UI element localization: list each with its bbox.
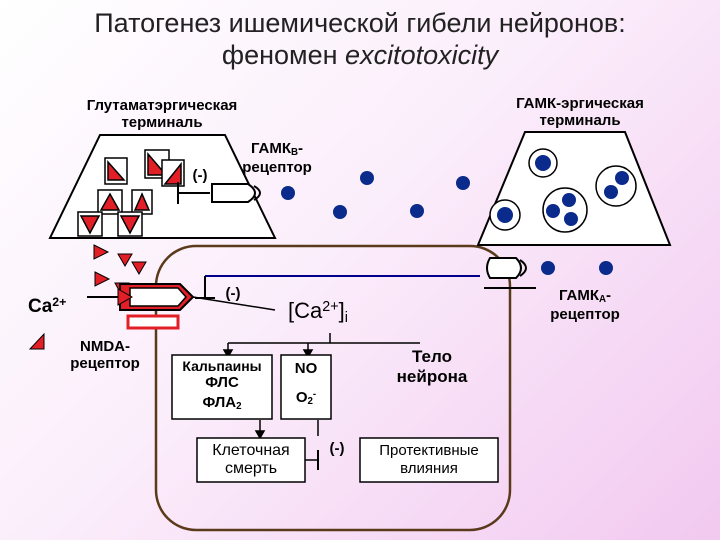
- gabab-receptor-label-line1: ГАМКB-: [222, 140, 332, 159]
- protective-label-line2: влияния: [400, 460, 458, 477]
- glutamate-terminal-label-line1: Глутаматэргическая: [86, 97, 238, 114]
- gabab-receptor-label: ГАМКB- рецептор: [222, 140, 332, 176]
- title-line-2: феномен excitotoxicity: [0, 40, 720, 71]
- inhibit-label-gabaa: (-): [225, 285, 241, 302]
- fla-label: ФЛА2: [172, 394, 272, 414]
- neuron-body-label-line1: Тело: [412, 347, 452, 366]
- cell-death-label-line1: Клеточная: [212, 442, 290, 459]
- gabaa-sub: A: [599, 294, 607, 306]
- protective-label: Протективные влияния: [360, 442, 498, 478]
- gabaa-receptor-shape: [195, 257, 536, 299]
- nmda-receptor-label: NMDA- рецептор: [45, 338, 165, 372]
- fla-base: ФЛА: [202, 394, 237, 411]
- cell-death-label: Клеточная смерть: [197, 442, 305, 478]
- gaba-molecules: [281, 171, 613, 275]
- calpains-box: [171, 354, 273, 420]
- ca-int-open: [Ca: [288, 298, 323, 323]
- ca-int-sub: i: [344, 309, 348, 326]
- gabab-suffix: -: [298, 140, 304, 157]
- ca-int-sup: 2+: [322, 298, 339, 315]
- glutamate-vesicles: [77, 149, 185, 237]
- gabab-base: ГАМК: [250, 140, 291, 157]
- ca-intracellular: [Ca2+]i: [288, 298, 348, 326]
- cell-death-label-line2: смерть: [224, 460, 278, 477]
- protective-box: [359, 437, 499, 483]
- o2-base: O: [295, 389, 308, 406]
- gabaa-receptor-label: ГАМКA- рецептор: [530, 287, 640, 323]
- ca-int-close: ]: [338, 298, 345, 323]
- neuron-body-outline: [154, 244, 512, 532]
- gaba-terminal-label-line2: терминаль: [539, 112, 621, 129]
- o2-label: O2-: [281, 389, 331, 409]
- protective-label-line1: Протективные: [379, 442, 479, 459]
- nmda-receptor-label-line2: рецептор: [70, 355, 140, 372]
- title-italic: excitotoxicity: [345, 40, 499, 70]
- gaba-terminal-label: ГАМК-эргическая терминаль: [480, 95, 680, 129]
- title-line-1: Патогенез ишемической гибели нейронов:: [94, 8, 626, 38]
- fls-label: ФЛС: [205, 374, 239, 391]
- nmda-receptor-shape: [87, 283, 276, 330]
- ca-ext-base: Ca: [28, 296, 53, 317]
- gabaa-receptor-label-line1: ГАМКA-: [530, 287, 640, 306]
- inhibit-label-protective: (-): [329, 440, 345, 457]
- nmda-receptor-label-line1: NMDA-: [80, 338, 130, 355]
- gabaa-suffix: -: [606, 287, 612, 304]
- ca-extracellular: Ca2+: [28, 294, 67, 318]
- no-box: [280, 354, 332, 420]
- neuron-body-label: Тело нейрона: [382, 347, 482, 387]
- gaba-vesicles: [489, 148, 637, 233]
- inhibit-label-gabab: (-): [192, 167, 208, 184]
- flow-lines: [222, 333, 420, 440]
- title-prefix: феномен: [221, 40, 346, 70]
- gabab-receptor-shape: [177, 182, 261, 204]
- o2-sup: -: [312, 389, 317, 401]
- ca-ext-sup: 2+: [52, 294, 67, 309]
- glutamate-terminal-label: Глутаматэргическая терминаль: [62, 97, 262, 131]
- gabab-sub: B: [291, 147, 299, 159]
- gabab-receptor-label-line2: рецептор: [242, 159, 312, 176]
- neuron-body-label-line2: нейрона: [396, 367, 468, 386]
- gaba-terminal-label-line1: ГАМК-эргическая: [516, 95, 644, 112]
- fla-sub: 2: [236, 401, 242, 413]
- gabaa-base: ГАМК: [558, 287, 599, 304]
- o2-sub: 2: [307, 396, 313, 408]
- no-label: NO: [294, 360, 318, 377]
- gabaa-receptor-label-line2: рецептор: [550, 306, 620, 323]
- calpains-label: Кальпаины: [182, 358, 262, 374]
- glutamate-terminal-label-line2: терминаль: [121, 114, 203, 131]
